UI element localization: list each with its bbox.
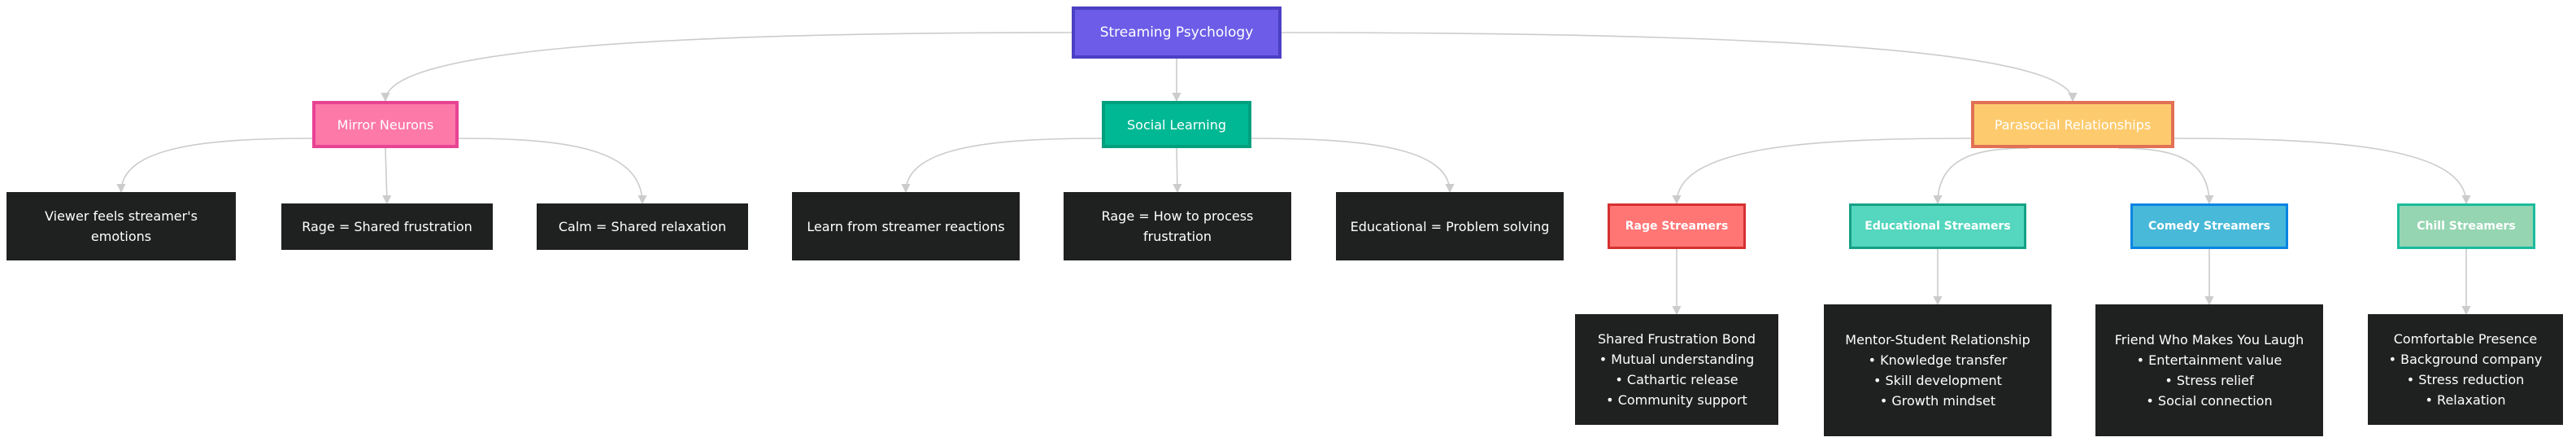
mirror-neurons-node[interactable]: Mirror Neurons bbox=[312, 101, 459, 148]
rage-streamers-label: Rage Streamers bbox=[1625, 220, 1729, 233]
edge-5 bbox=[382, 147, 392, 205]
comedy-streamers-label: Comedy Streamers bbox=[2148, 220, 2270, 233]
edge-1 bbox=[381, 32, 1073, 103]
root-node[interactable]: Streaming Psychology bbox=[1072, 7, 1281, 59]
rage-streamers-node[interactable]: Rage Streamers bbox=[1608, 203, 1746, 249]
edge-6 bbox=[458, 138, 647, 205]
educational-streamers-node[interactable]: Educational Streamers bbox=[1849, 203, 2026, 249]
parasocial-relationships-node[interactable]: Parasocial Relationships bbox=[1971, 101, 2174, 148]
leaf-text: Viewer feels streamer's emotions bbox=[45, 208, 198, 244]
edge-12 bbox=[2117, 147, 2214, 205]
edge-4 bbox=[116, 138, 313, 194]
comedy-streamers-detail[interactable]: Friend Who Makes You Laugh • Entertainme… bbox=[2095, 304, 2323, 436]
edge-11 bbox=[1933, 147, 2030, 205]
social-learning-leaf-2[interactable]: Rage = How to process frustration bbox=[1064, 192, 1291, 260]
leaf-text: Rage = Shared frustration bbox=[302, 219, 472, 234]
chill-streamers-detail[interactable]: Comfortable Presence • Background compan… bbox=[2368, 314, 2563, 425]
social-learning-leaf-1[interactable]: Learn from streamer reactions bbox=[792, 192, 1020, 260]
mirror-neurons-leaf-3[interactable]: Calm = Shared relaxation bbox=[537, 203, 748, 250]
chill-streamers-node[interactable]: Chill Streamers bbox=[2397, 203, 2535, 249]
comedy-streamers-node[interactable]: Comedy Streamers bbox=[2130, 203, 2288, 249]
detail-text: Mentor-Student Relationship • Knowledge … bbox=[1845, 332, 2030, 409]
rage-streamers-detail[interactable]: Shared Frustration Bond • Mutual underst… bbox=[1575, 314, 1778, 425]
social-learning-leaf-3[interactable]: Educational = Problem solving bbox=[1336, 192, 1564, 260]
chill-streamers-label: Chill Streamers bbox=[2417, 220, 2516, 233]
leaf-text: Calm = Shared relaxation bbox=[558, 219, 727, 234]
mirror-neurons-label: Mirror Neurons bbox=[337, 116, 434, 133]
parasocial-relationships-label: Parasocial Relationships bbox=[1994, 116, 2152, 133]
leaf-text: Educational = Problem solving bbox=[1350, 218, 1550, 234]
edge-13 bbox=[2174, 138, 2471, 205]
social-learning-node[interactable]: Social Learning bbox=[1102, 101, 1251, 148]
social-learning-label: Social Learning bbox=[1127, 116, 1226, 133]
educational-streamers-detail[interactable]: Mentor-Student Relationship • Knowledge … bbox=[1824, 304, 2052, 436]
root-label: Streaming Psychology bbox=[1099, 24, 1254, 41]
leaf-text: Rage = How to process frustration bbox=[1101, 208, 1254, 244]
detail-text: Comfortable Presence • Background compan… bbox=[2388, 331, 2543, 408]
educational-streamers-label: Educational Streamers bbox=[1865, 220, 2011, 233]
leaf-text: Learn from streamer reactions bbox=[807, 218, 1005, 234]
detail-text: Shared Frustration Bond • Mutual underst… bbox=[1598, 331, 1756, 408]
edge-9 bbox=[1251, 138, 1455, 194]
edge-3 bbox=[1281, 32, 2078, 103]
edge-7 bbox=[901, 138, 1103, 194]
detail-text: Friend Who Makes You Laugh • Entertainme… bbox=[2114, 332, 2304, 409]
mirror-neurons-leaf-1[interactable]: Viewer feels streamer's emotions bbox=[7, 192, 236, 260]
edge-10 bbox=[1672, 138, 1972, 205]
mirror-neurons-leaf-2[interactable]: Rage = Shared frustration bbox=[281, 203, 493, 250]
